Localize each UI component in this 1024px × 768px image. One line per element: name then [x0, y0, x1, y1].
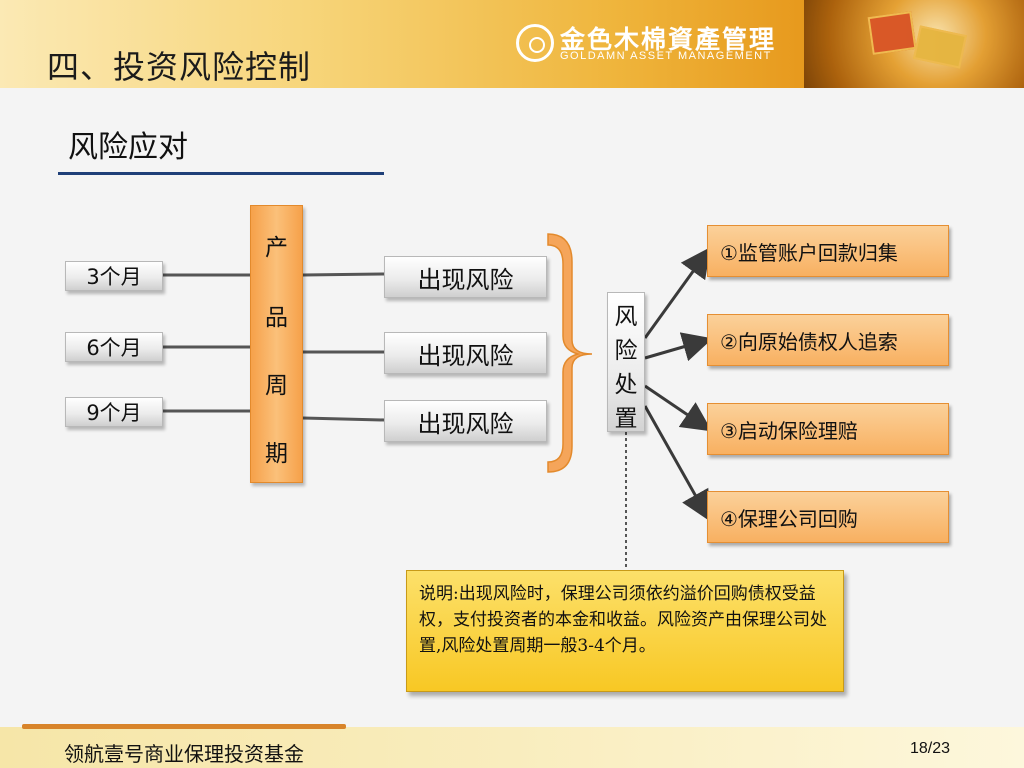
page-title: 四、投资风险控制: [47, 48, 312, 86]
header-photo: [804, 0, 1024, 88]
arrow-to-action-1: [643, 247, 711, 339]
risk-handling-box: 风 险 处 置: [607, 292, 645, 432]
risk-handling-char: 置: [614, 406, 638, 432]
company-logo: 金色木棉資產管理 GOLDAMN ASSET MANAGEMENT: [516, 20, 796, 68]
arrow-to-action-3: [644, 384, 712, 432]
product-cycle-char: 周: [265, 373, 288, 399]
action-box-3: ③启动保险理赔: [707, 403, 949, 455]
risk-box-3: 出现风险: [384, 400, 547, 442]
curly-brace: [547, 233, 593, 473]
footer-band: [0, 727, 1024, 768]
footer-fund-name: 领航壹号商业保理投资基金: [64, 742, 304, 766]
arrow-to-action-4: [643, 405, 710, 522]
risk-box-2: 出现风险: [384, 332, 547, 374]
logo-chinese-name: 金色木棉資產管理: [560, 25, 777, 54]
risk-handling-char: 风: [614, 304, 638, 330]
action-box-1: ①监管账户回款归集: [707, 225, 949, 277]
footer-accent-bar: [22, 724, 346, 729]
line-cycle-to-risk-3: [302, 416, 385, 422]
action-box-2: ②向原始债权人追索: [707, 314, 949, 366]
line-cycle-to-risk-1: [302, 272, 385, 277]
page-number: 18/23: [910, 740, 951, 757]
risk-box-1: 出现风险: [384, 256, 547, 298]
action-box-4: ④保理公司回购: [707, 491, 949, 543]
section-underline: [58, 172, 384, 175]
arrow-to-action-2: [644, 332, 713, 362]
explanation-note: 说明:出现风险时，保理公司须依约溢价回购债权受益权，支付投资者的本金和收益。风险…: [406, 570, 844, 692]
month-box-6: 6个月: [65, 332, 163, 362]
month-box-9: 9个月: [65, 397, 163, 427]
product-cycle-char: 期: [265, 441, 288, 467]
product-cycle-char: 产: [265, 235, 288, 261]
risk-handling-char: 处: [614, 372, 638, 398]
product-cycle-box: 产 品 周 期: [250, 205, 303, 483]
logo-english-name: GOLDAMN ASSET MANAGEMENT: [560, 50, 772, 62]
product-cycle-char: 品: [265, 305, 288, 331]
section-title: 风险应对: [68, 130, 188, 165]
logo-flower-icon: [516, 24, 554, 62]
risk-handling-char: 险: [614, 338, 638, 364]
header-banner: 四、投资风险控制 金色木棉資產管理 GOLDAMN ASSET MANAGEME…: [0, 0, 1024, 88]
month-box-3: 3个月: [65, 261, 163, 291]
